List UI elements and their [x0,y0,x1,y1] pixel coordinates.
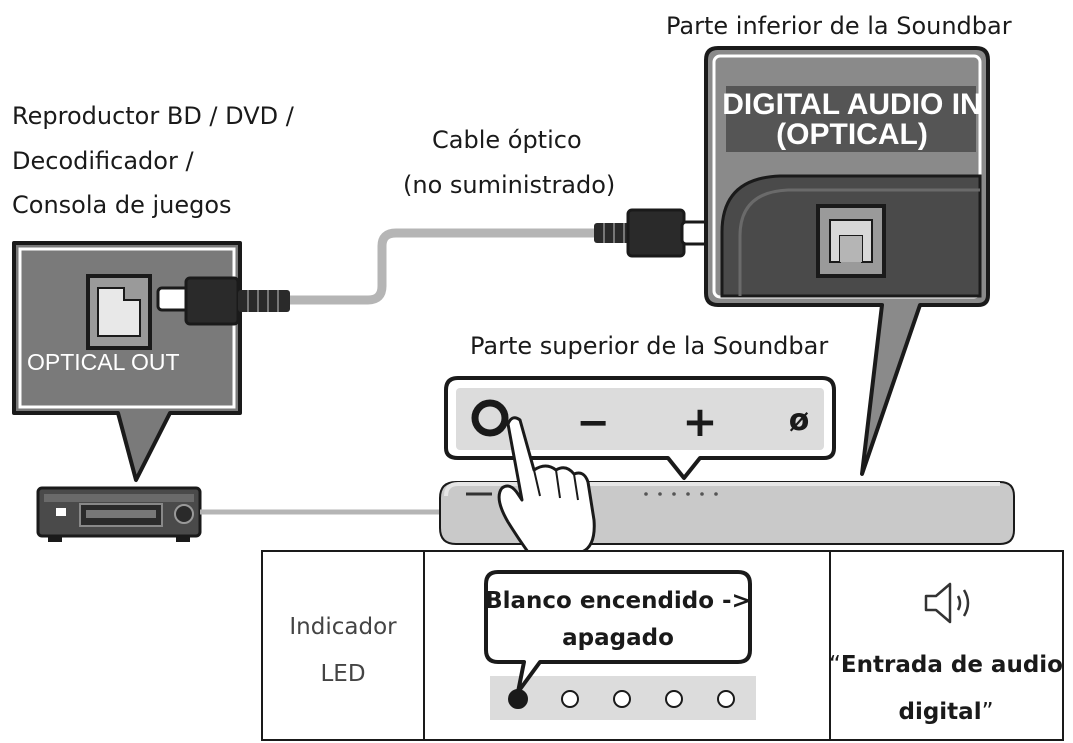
bd-dvd-player [36,486,202,542]
led-status-line2: apagado [562,625,674,651]
digital-in-label-line1: DIGITAL AUDIO IN [722,88,981,121]
left-cable-plug [156,276,290,326]
cable-label-line2: (no suministrado) [403,171,615,199]
led-status-table: Indicador LED Blanco encendido -> apagad… [261,550,1064,741]
led-status-line1: Blanco encendido -> [485,588,751,614]
power-icon[interactable] [471,399,509,437]
digital-audio-in-callout: DIGITAL AUDIO IN (OPTICAL) [704,46,990,476]
source-device-label-line1: Reproductor BD / DVD / [12,102,295,130]
led-dot-2 [561,690,579,708]
voice-guide-line1: “Entrada de audio [829,652,1063,678]
bottom-of-soundbar-label: Parte inferior de la Soundbar [666,12,1012,40]
source-device-label-line2: Decodificador / [12,147,194,175]
optical-port-icon [86,274,152,350]
top-of-soundbar-label: Parte superior de la Soundbar [470,332,828,360]
hand-icon [497,416,596,554]
right-cable-plug [594,208,720,258]
led-status-bubble [484,570,752,694]
volume-down-button[interactable]: − [576,400,610,446]
led-dot-5 [717,690,735,708]
volume-up-button[interactable]: + [682,397,717,446]
led-indicator-label-line1: Indicador [289,614,397,640]
digital-in-label-line2: (OPTICAL) [776,118,928,151]
led-dot-4 [665,690,683,708]
cable-label-line1: Cable óptico [432,126,582,154]
speaker-icon [924,582,970,624]
optical-out-label: OPTICAL OUT [27,349,180,375]
soundbar-top-callout: − + ø [444,376,836,480]
digital-in-port-icon [816,204,886,278]
optical-cable [285,228,601,305]
led-dot-3 [613,690,631,708]
mic-button[interactable]: ø [789,403,810,438]
led-indicator-label-line2: LED [320,661,365,687]
voice-guide-line2: digital” [898,699,993,725]
source-device-label-line3: Consola de juegos [12,191,232,219]
